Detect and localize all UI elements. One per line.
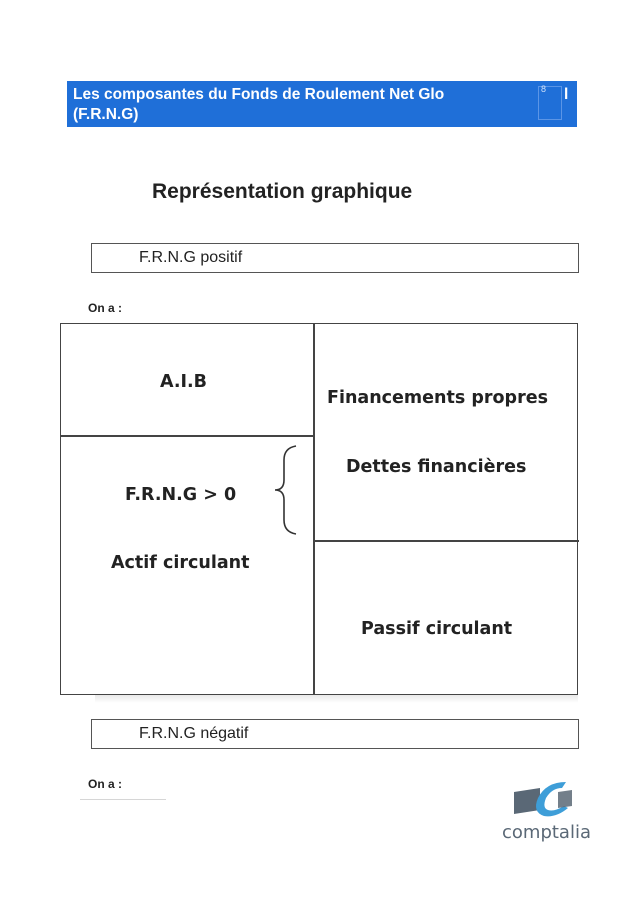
subsection-positive-box: F.R.N.G positif <box>91 243 579 273</box>
dettes-financieres-label: Dettes financières <box>346 457 527 477</box>
frng-label: F.R.N.G > 0 <box>125 485 237 505</box>
subsection-negative-label: F.R.N.G négatif <box>139 725 249 742</box>
on-a-label-2: On a : <box>88 777 123 791</box>
comptalia-logo-icon <box>514 782 572 817</box>
page-number: 8 <box>541 84 547 94</box>
page-number-box <box>538 86 562 120</box>
section-title: Représentation graphique <box>152 180 413 203</box>
on-a-label-1: On a : <box>88 301 123 315</box>
subsection-positive-label: F.R.N.G positif <box>139 249 243 266</box>
diagram-vertical-divider <box>313 324 315 694</box>
actif-circulant-label: Actif circulant <box>111 553 250 573</box>
diagram-shadow <box>95 695 578 703</box>
title-line-1: Les composantes du Fonds de Roulement Ne… <box>73 86 445 103</box>
subsection-negative-box: F.R.N.G négatif <box>91 719 579 749</box>
diagram-right-divider <box>313 540 579 542</box>
title-line-2: (F.R.N.G) <box>73 106 139 123</box>
title-tail: l <box>564 86 569 103</box>
passif-circulant-label: Passif circulant <box>361 619 513 639</box>
aib-label: A.I.B <box>160 372 208 392</box>
frng-diagram: A.I.B F.R.N.G > 0 Actif circulant Financ… <box>60 323 579 695</box>
diagram-left-divider <box>61 435 314 437</box>
curly-brace-icon <box>274 445 297 535</box>
title-banner: Les composantes du Fonds de Roulement Ne… <box>67 81 577 127</box>
financements-propres-label: Financements propres <box>327 388 548 408</box>
comptalia-logo-text: comptalia <box>502 822 591 843</box>
divider-2 <box>80 799 166 800</box>
